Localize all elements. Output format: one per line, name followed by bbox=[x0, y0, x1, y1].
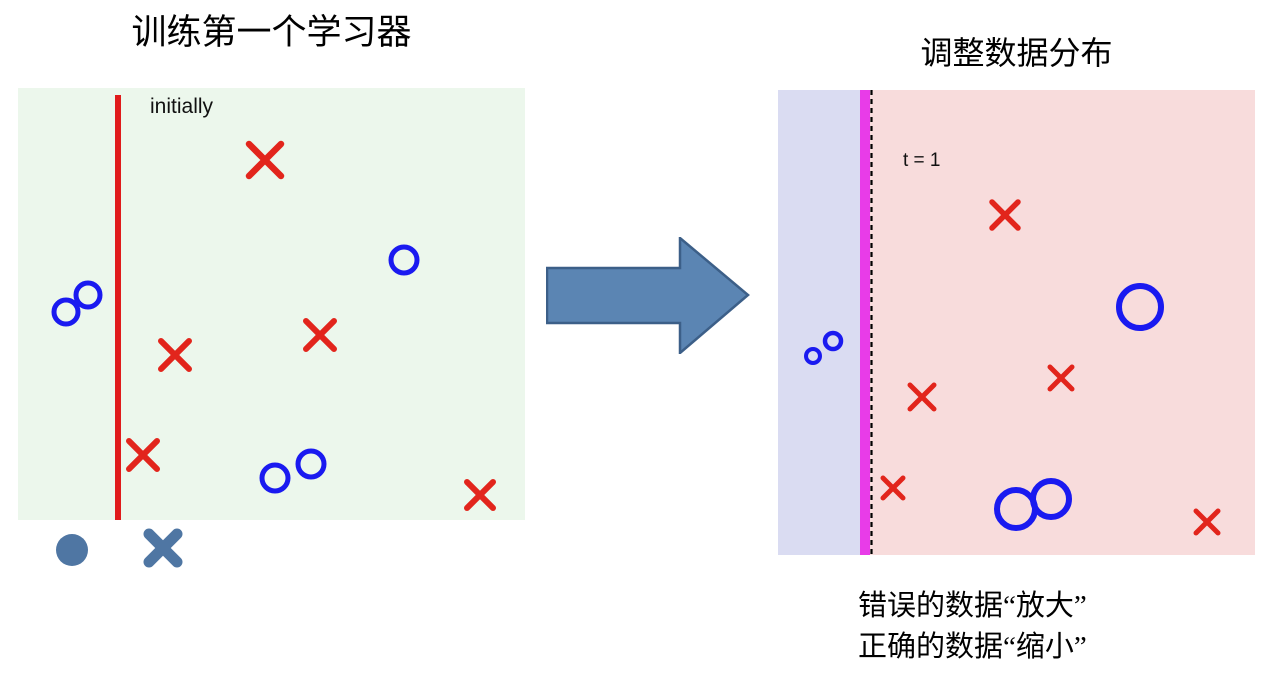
data-point-o bbox=[295, 448, 327, 480]
data-point-o bbox=[51, 297, 81, 327]
data-point-x bbox=[880, 475, 906, 501]
data-point-o bbox=[1116, 283, 1164, 331]
data-point-o bbox=[388, 244, 420, 276]
right-panel-title: 调整数据分布 bbox=[920, 35, 1113, 71]
initially-label: initially bbox=[150, 95, 214, 118]
data-point-x bbox=[907, 382, 937, 412]
data-point-o bbox=[822, 330, 844, 352]
data-point-o bbox=[259, 462, 291, 494]
boundary-bar-magenta bbox=[860, 90, 870, 555]
caption-line-2: 正确的数据“缩小” bbox=[858, 631, 1087, 664]
right-data-points bbox=[804, 199, 1221, 536]
data-point-x bbox=[303, 318, 337, 352]
data-point-x bbox=[989, 199, 1021, 231]
data-point-x bbox=[158, 338, 192, 372]
legend-cross-marker bbox=[143, 528, 183, 568]
transform-arrow-icon bbox=[546, 237, 750, 354]
pink-region bbox=[862, 90, 1255, 555]
data-point-o bbox=[73, 280, 103, 310]
data-point-x bbox=[245, 140, 285, 180]
left-panel-title: 训练第一个学习器 bbox=[131, 13, 412, 52]
legend-circle-marker bbox=[56, 534, 88, 566]
caption-block: 错误的数据“放大” 正确的数据“缩小” bbox=[858, 586, 1087, 668]
right-arrow-shape bbox=[546, 237, 750, 354]
class-marker-legend bbox=[56, 528, 183, 568]
data-point-x bbox=[1193, 508, 1221, 536]
data-point-x bbox=[464, 479, 496, 511]
data-point-o bbox=[804, 347, 822, 365]
data-point-x bbox=[126, 438, 160, 472]
left-plot-background bbox=[18, 88, 525, 520]
left-scatter-plot: initially bbox=[18, 88, 525, 568]
caption-line-1: 错误的数据“放大” bbox=[858, 590, 1087, 622]
right-scatter-plot: t = 1 bbox=[778, 90, 1255, 555]
data-point-x bbox=[1047, 364, 1075, 392]
left-data-points bbox=[51, 140, 496, 511]
iteration-label: t = 1 bbox=[903, 150, 941, 171]
blue-region bbox=[778, 90, 862, 555]
data-point-o bbox=[1030, 478, 1072, 520]
